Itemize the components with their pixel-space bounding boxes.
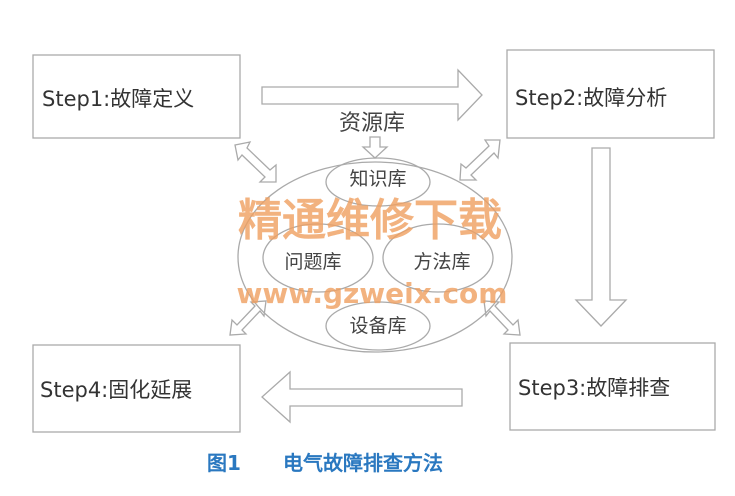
equipment-circle	[325, 301, 431, 351]
arrow-down	[574, 147, 628, 327]
problem-label: 问题库	[284, 251, 341, 273]
knowledge-circle	[325, 157, 431, 207]
problem-circle	[262, 223, 374, 293]
step1-label: Step1:故障定义	[42, 87, 194, 111]
watermark-url: www.gzweix.com	[237, 277, 508, 310]
step3-box	[509, 342, 716, 431]
arrow-right	[261, 68, 483, 122]
step3-label: Step3:故障排查	[518, 376, 670, 400]
watermark-text: 精通维修下载	[238, 195, 502, 246]
double-arrows	[229, 139, 521, 336]
step2-label: Step2:故障分析	[515, 86, 667, 110]
resource-ellipse	[237, 161, 513, 353]
method-circle	[382, 223, 494, 293]
knowledge-label: 知识库	[349, 168, 406, 190]
resource-title: 资源库	[339, 111, 405, 136]
watermark: 精通维修下载 www.gzweix.com	[237, 195, 508, 310]
method-label: 方法库	[413, 251, 470, 273]
arrow-left	[261, 370, 463, 424]
caption-number: 图1	[207, 451, 241, 475]
equipment-label: 设备库	[349, 315, 406, 337]
step4-label: Step4:固化延展	[40, 378, 192, 402]
step1-box	[32, 54, 241, 139]
step2-box	[506, 49, 715, 139]
step4-box	[32, 344, 241, 433]
arrow-resource-down	[361, 136, 389, 159]
caption-text: 电气故障排查方法	[283, 451, 443, 475]
